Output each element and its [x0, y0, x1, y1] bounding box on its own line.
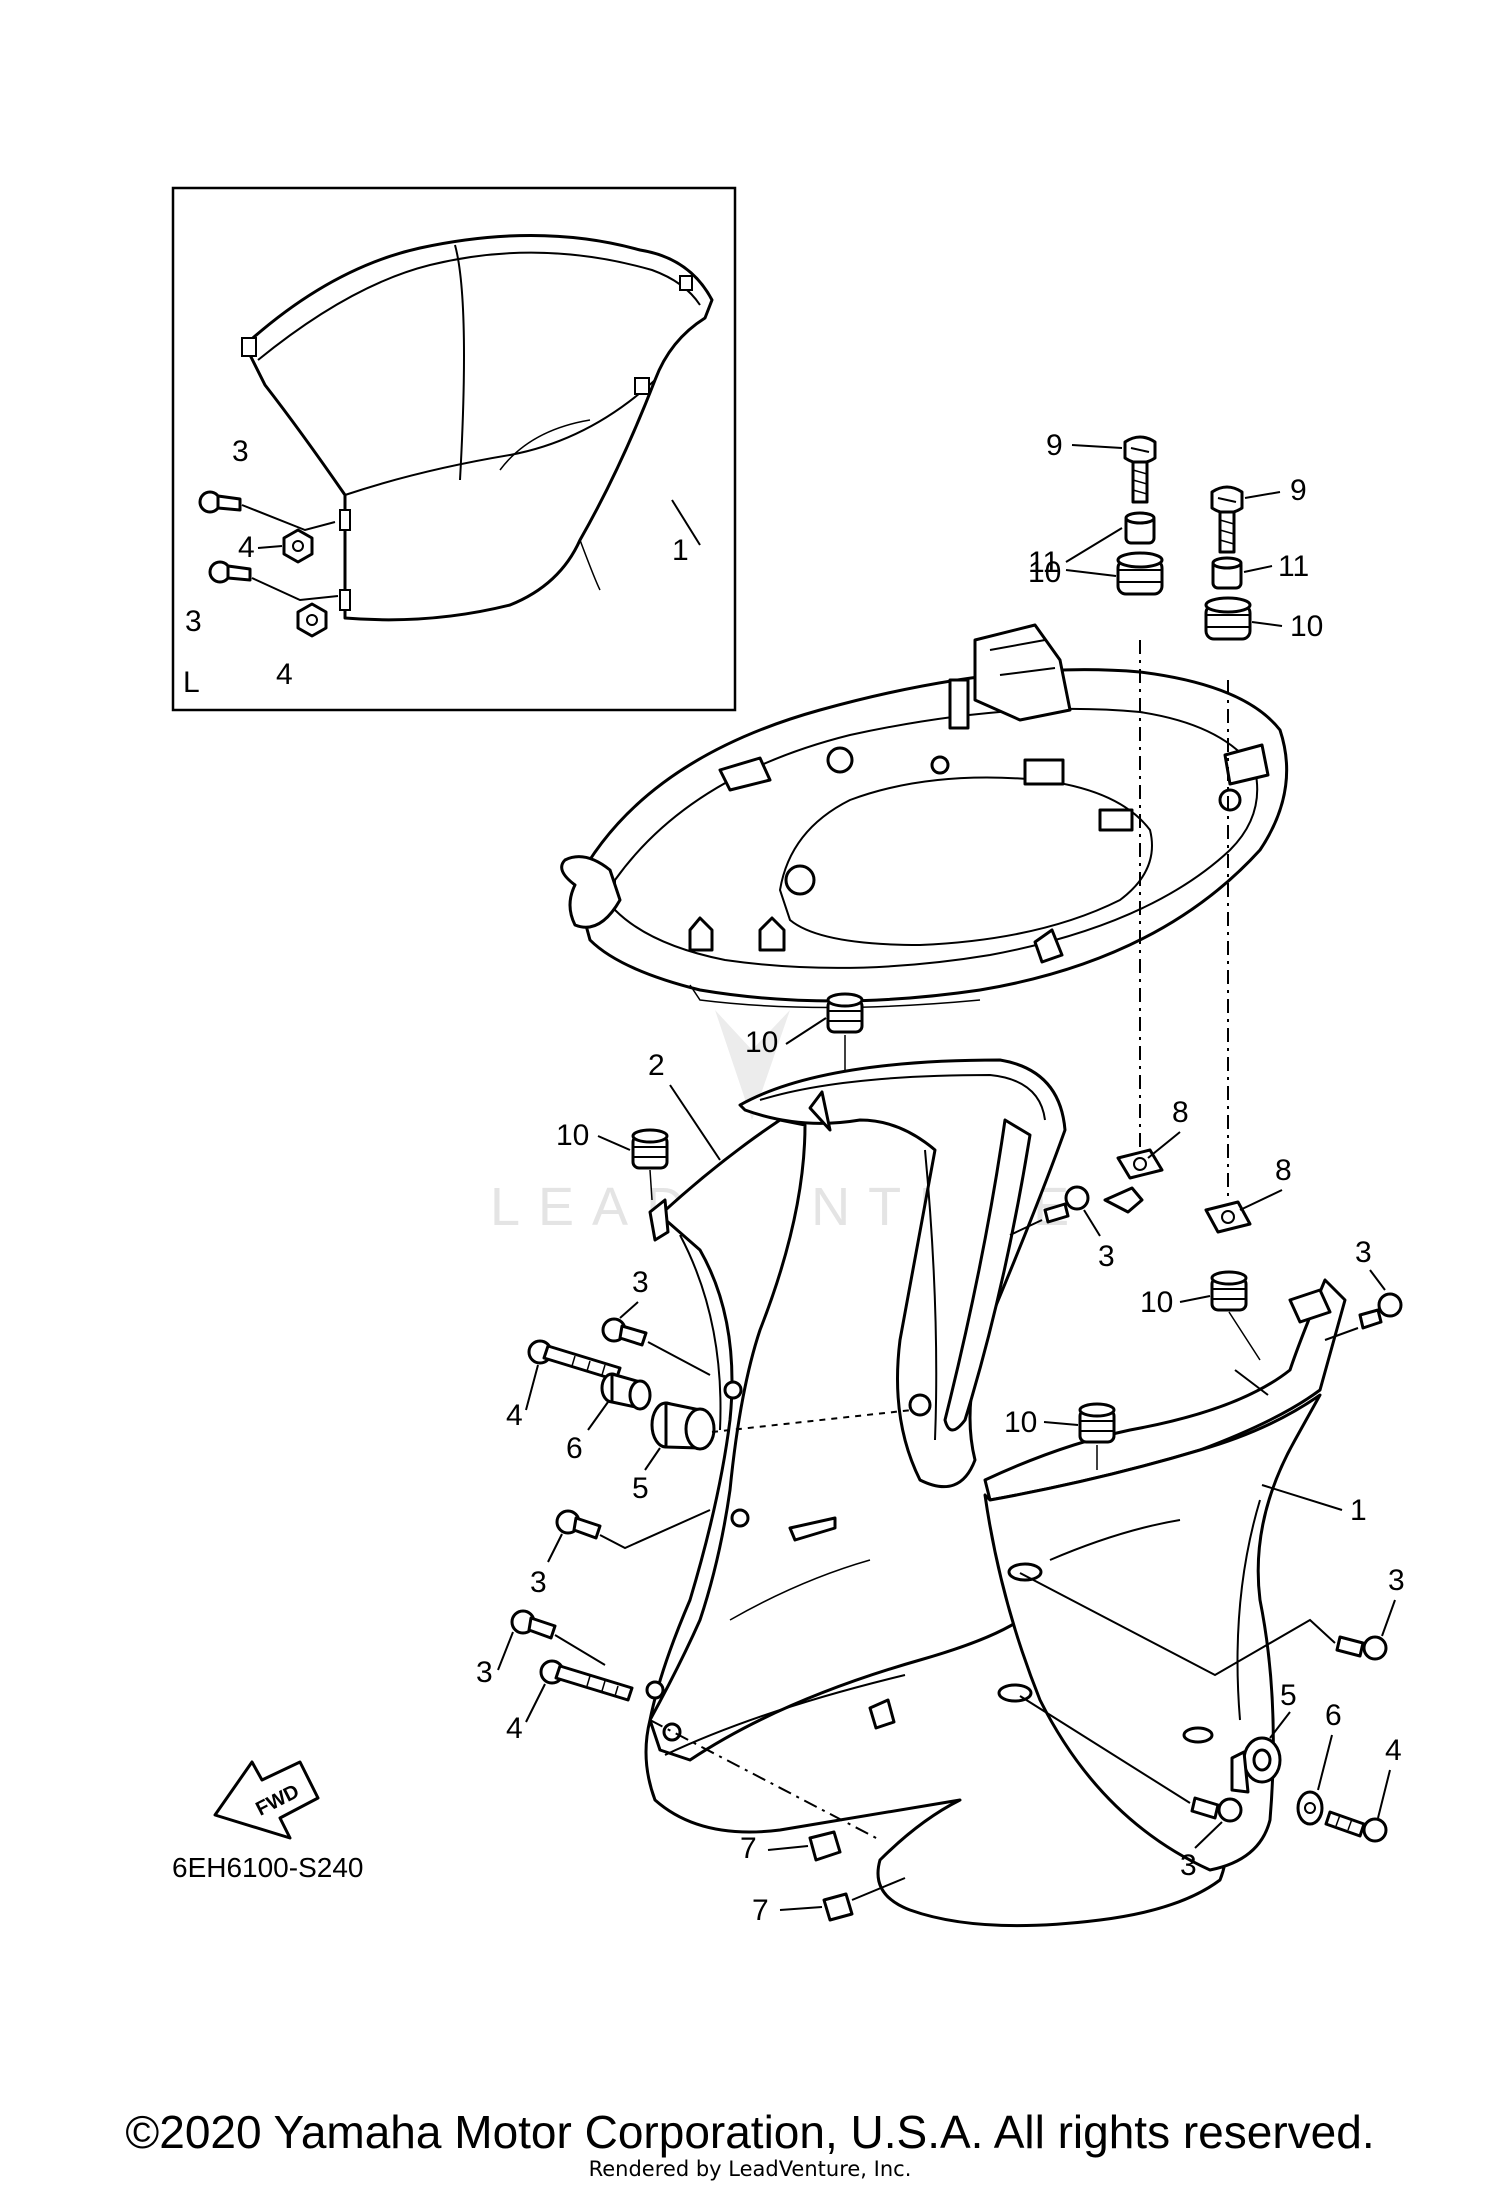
callout-5-b: 5	[1280, 1679, 1297, 1712]
copyright-notice: ©2020 Yamaha Motor Corporation, U.S.A. A…	[125, 2106, 1375, 2158]
grommet-10-b	[631, 1128, 669, 1170]
collar-6-left	[600, 1372, 652, 1411]
callout-6-b: 6	[1325, 1699, 1342, 1732]
callout-1: 1	[1350, 1494, 1367, 1527]
callout-10-c: 10	[745, 1026, 778, 1059]
callout-3-g: 3	[1180, 1849, 1197, 1882]
callout-2: 2	[648, 1049, 665, 1082]
callout-11-a: 11	[1028, 546, 1059, 579]
grommet-screw-stack-left	[1116, 435, 1164, 596]
inset-bolt-upper	[198, 490, 336, 532]
inset-bottom-cowling-port	[243, 233, 714, 622]
callout-8-b: 8	[1275, 1154, 1292, 1187]
callout-3-d: 3	[530, 1566, 547, 1599]
callout-3-e: 3	[476, 1656, 493, 1689]
callout-6-a: 6	[566, 1432, 583, 1465]
callout-4-inset-a: 4	[238, 531, 255, 564]
callout-9-b: 9	[1290, 474, 1307, 507]
grommet-10-a	[826, 992, 864, 1034]
callout-5-a: 5	[632, 1472, 649, 1505]
callout-3-c: 3	[632, 1266, 649, 1299]
inset-nut-lower	[296, 602, 328, 638]
bolt-3-left-c	[510, 1609, 606, 1666]
long-bolt-4-left-b	[539, 1659, 634, 1702]
callout-3-a: 3	[1098, 1240, 1115, 1273]
grommet-10-c	[1210, 1270, 1248, 1312]
callout-11-b: 11	[1278, 550, 1309, 583]
inset-view: 1 3 3 4 4 L	[171, 186, 737, 712]
grommet-screw-stack-right	[1204, 485, 1252, 641]
nut-7-b	[822, 1892, 854, 1922]
bolt-3-left-a	[601, 1317, 711, 1376]
bolt-3-upper-mid	[1009, 1185, 1090, 1236]
callout-8-a: 8	[1172, 1096, 1189, 1129]
bottom-cowling-tray	[560, 623, 1289, 1009]
bolt-3-left-b	[555, 1509, 711, 1550]
grommet-10-d	[1078, 1402, 1116, 1444]
callout-4-a: 4	[506, 1399, 523, 1432]
bolt-3-right-top	[1324, 1292, 1403, 1341]
callout-4-inset-b: 4	[276, 658, 293, 691]
part-code: 6EH6100-S240	[172, 1852, 363, 1883]
fwd-arrow-icon: FWD	[213, 1760, 320, 1840]
callout-3-inset-a: 3	[232, 435, 249, 468]
bottom-cowling-starboard	[738, 1058, 1067, 1489]
inset-nut-upper	[282, 528, 314, 564]
callout-3-inset-b: 3	[185, 605, 202, 638]
callout-7-a: 7	[740, 1832, 757, 1865]
callout-7-b: 7	[752, 1894, 769, 1927]
callout-10-e: 10	[1140, 1286, 1173, 1319]
mount-rubber-5-left	[650, 1401, 913, 1451]
callout-10-a: 10	[1028, 556, 1061, 589]
long-bolt-4-right	[1324, 1810, 1388, 1843]
callouts: 1 2 3 3 3 3 3 3 3 4 4 4 5 5 6 6 7 7 8	[476, 429, 1405, 1927]
inset-label-L: L	[183, 666, 200, 699]
nut-7-a	[808, 1830, 842, 1862]
clip-8-b	[1204, 1200, 1252, 1234]
bolt-3-right-mid	[1019, 1572, 1388, 1677]
callout-10-b: 10	[1290, 610, 1323, 643]
callout-4-c: 4	[1385, 1734, 1402, 1767]
callout-4-b: 4	[506, 1712, 523, 1745]
callout-3-f: 3	[1388, 1564, 1405, 1597]
mount-rubber-5-right	[1230, 1736, 1282, 1794]
inset-bolt-lower	[208, 560, 339, 602]
port-panel-fittings	[645, 1090, 1144, 1742]
long-bolt-4-left-a	[527, 1339, 622, 1382]
collar-6-right	[1296, 1790, 1324, 1826]
callout-10-f: 10	[1004, 1406, 1037, 1439]
rendered-by-notice: Rendered by LeadVenture, Inc.	[588, 2157, 912, 2181]
callout-1-inset: 1	[672, 534, 689, 567]
callout-10-d: 10	[556, 1119, 589, 1152]
guide-line-lower	[649, 1719, 881, 1841]
callout-3-b: 3	[1355, 1236, 1372, 1269]
bolt-3-right-low	[1019, 1695, 1243, 1823]
callout-9-a: 9	[1046, 429, 1063, 462]
clip-8-a	[1116, 1148, 1164, 1180]
